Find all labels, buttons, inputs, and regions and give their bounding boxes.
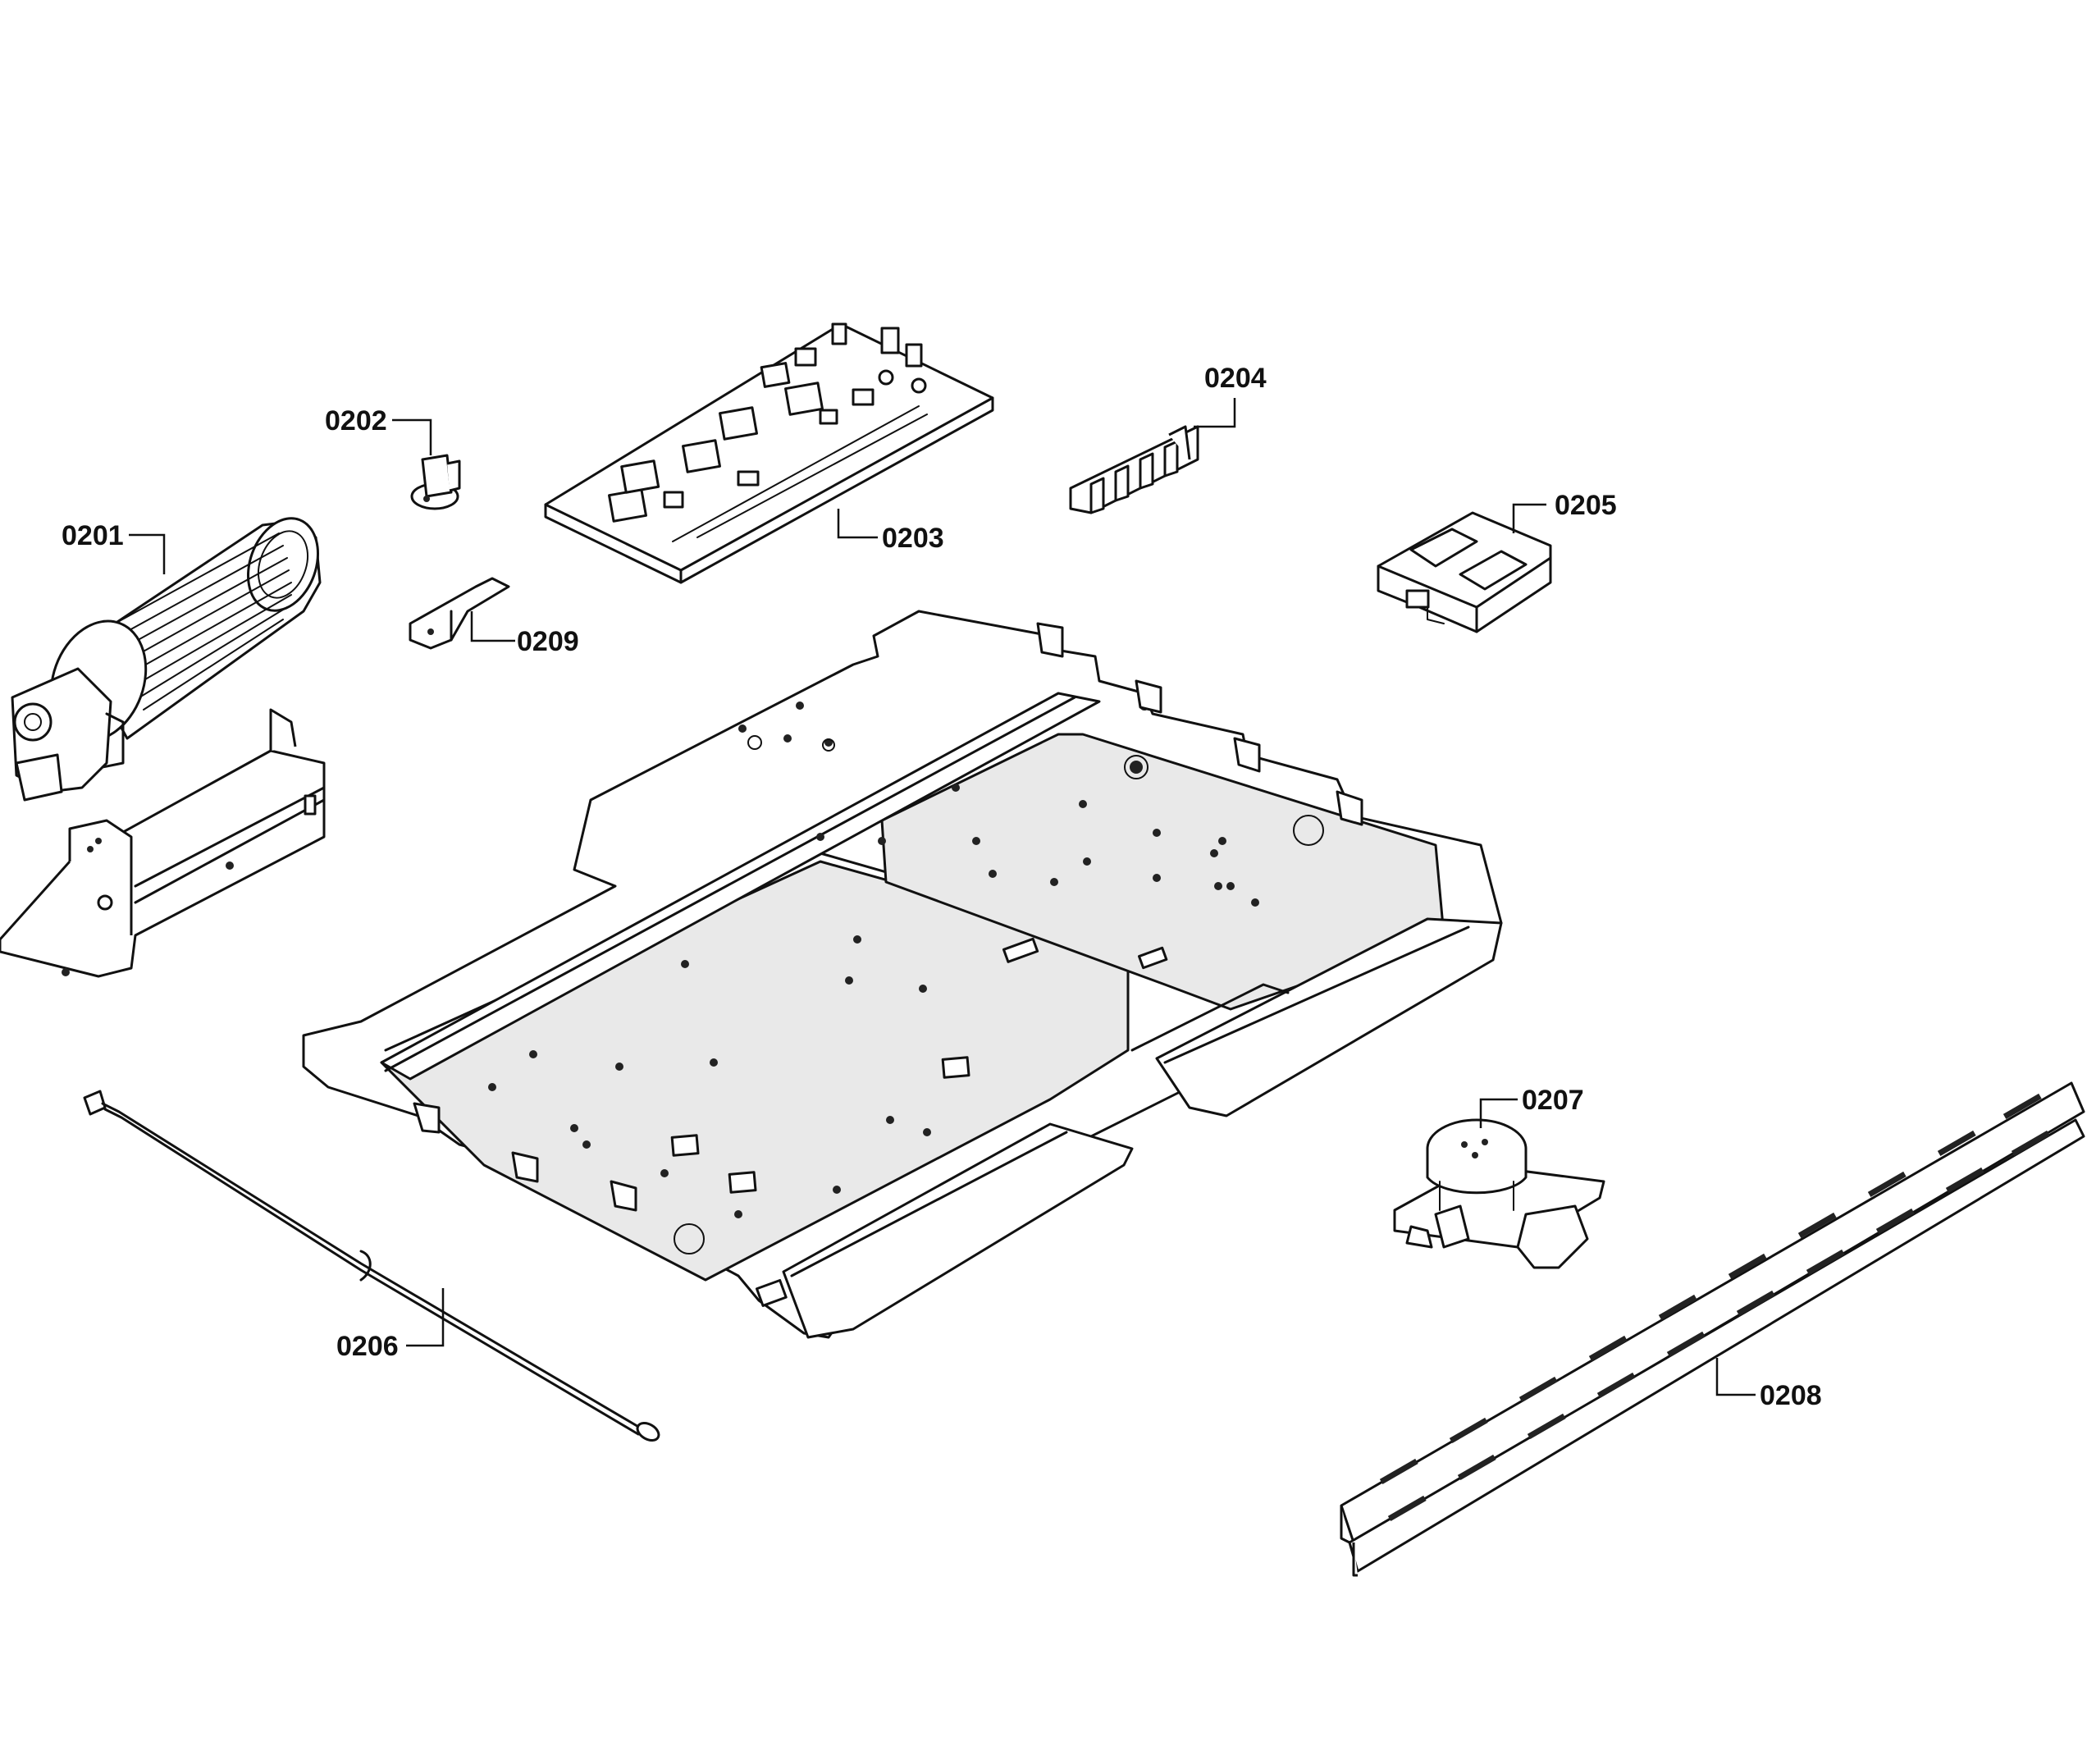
callout-0208: 0208 xyxy=(1760,1380,1822,1411)
callout-0207: 0207 xyxy=(1522,1085,1584,1116)
callout-0201: 0201 xyxy=(62,520,124,551)
part-0208-trim-rail xyxy=(1340,1081,2085,1577)
motor-bracket xyxy=(0,708,326,978)
leader-lines xyxy=(129,398,1756,1396)
part-0203-control-board xyxy=(544,322,994,584)
callout-0203: 0203 xyxy=(882,523,944,554)
callout-0205: 0205 xyxy=(1555,490,1617,521)
part-0207-door-lock-motor xyxy=(1393,1118,1605,1269)
callout-0204: 0204 xyxy=(1204,363,1267,394)
part-0202-thermostat xyxy=(410,454,461,510)
callout-0202: 0202 xyxy=(325,405,387,436)
part-0206-wire-harness xyxy=(83,1090,660,1442)
callout-0209: 0209 xyxy=(517,626,579,657)
blower-fins xyxy=(114,532,292,711)
part-0201-blower-fan xyxy=(11,517,322,802)
part-0205-terminal-block xyxy=(1377,511,1552,633)
board-components xyxy=(608,322,928,542)
part-0209-mounting-bracket xyxy=(409,577,510,650)
base-panel xyxy=(302,610,1503,1339)
rail-slots xyxy=(1379,1093,2050,1521)
callout-0206: 0206 xyxy=(336,1331,399,1362)
part-0204-connector-strip xyxy=(1069,425,1199,514)
